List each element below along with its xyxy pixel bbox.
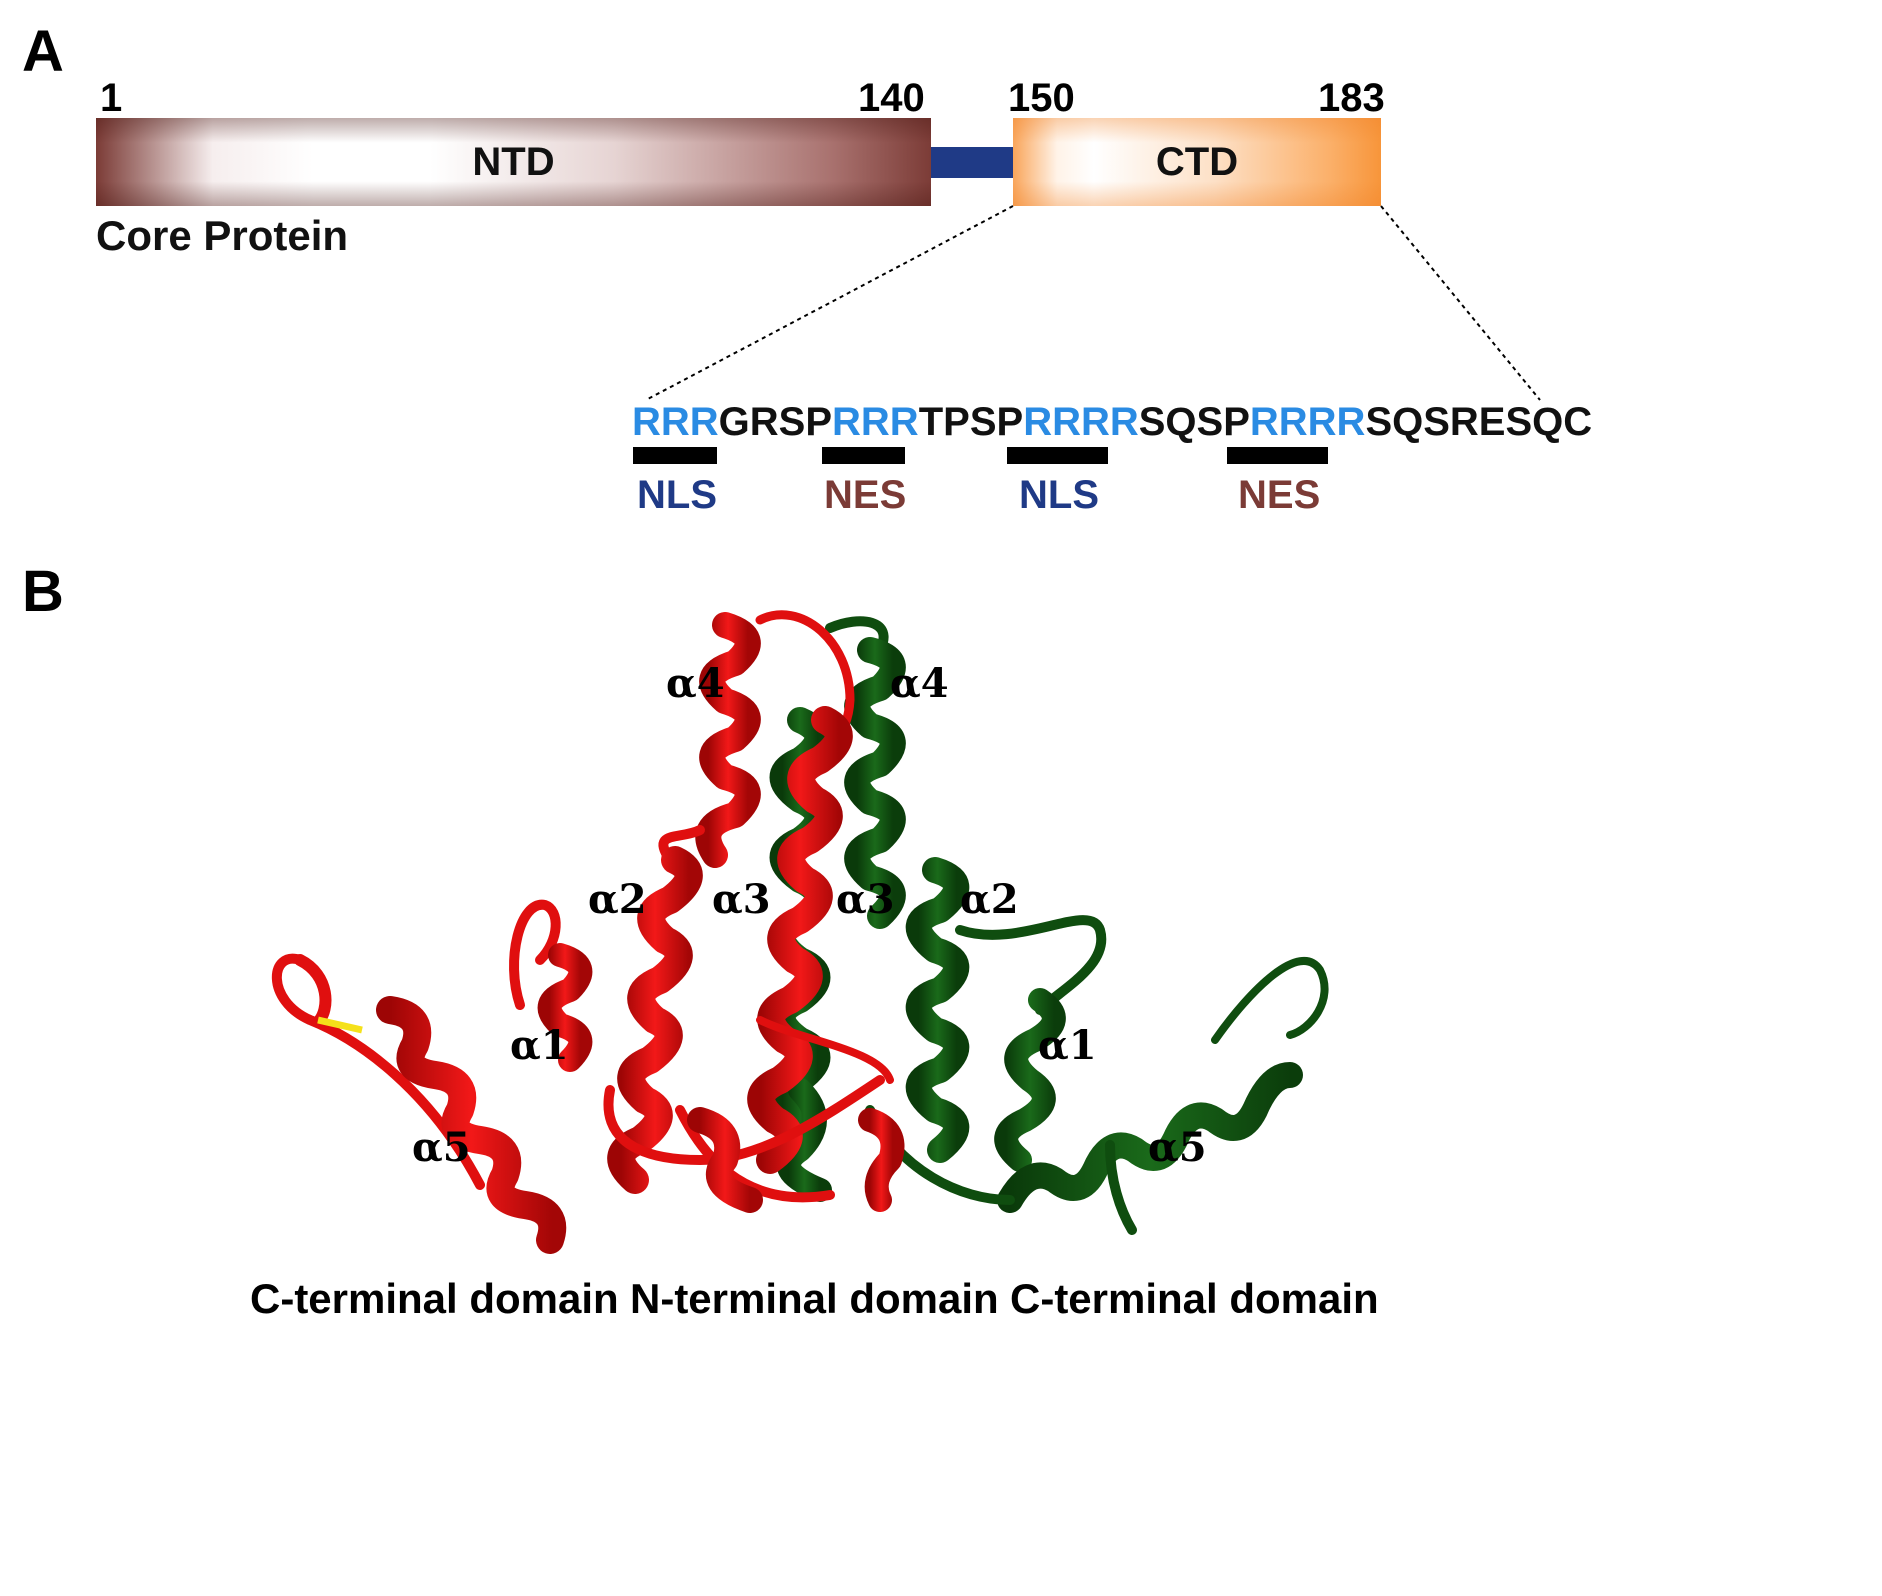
ctd-label: CTD	[1155, 139, 1239, 184]
helix-label-red-a5: α5	[412, 1124, 471, 1171]
position-start: 1	[100, 76, 123, 120]
ntd-domain-box: NTD	[96, 118, 931, 206]
zoom-lines	[645, 205, 1541, 401]
helix-label-red-a1: α1	[510, 1022, 569, 1069]
helix-label-green-a1: α1	[1038, 1022, 1097, 1069]
signal-bar-2	[822, 447, 905, 464]
disulfide-bond	[317, 1016, 363, 1034]
ctd-domain-box: CTD	[1013, 118, 1381, 206]
domain-label-left-ctd: C-terminal domain	[250, 1275, 619, 1322]
zoom-line-right	[1380, 205, 1541, 401]
seq-segment-3: TPSP	[918, 400, 1024, 444]
seq-segment-2: RRR	[832, 400, 919, 444]
helix-label-red-a2: α2	[588, 876, 647, 923]
signal-label-nes-1: NES	[824, 473, 907, 517]
domain-label-right-ctd: C-terminal domain	[1010, 1275, 1379, 1322]
seq-segment-1: GRSP	[718, 400, 833, 444]
seq-segment-4: RRRR	[1023, 400, 1139, 444]
helix-label-green-a3: α3	[836, 876, 895, 923]
helix-label-red-a3: α3	[712, 876, 771, 923]
helix-label-red-a4: α4	[666, 660, 725, 707]
ntd-label: NTD	[472, 139, 555, 184]
helix-label-green-a5: α5	[1148, 1124, 1207, 1171]
signal-bar-3	[1007, 447, 1108, 464]
seq-segment-6: RRRR	[1249, 400, 1366, 444]
signal-bar-4	[1227, 447, 1328, 464]
ctd-sequence: RRRGRSPRRRTPSPRRRRSQSPRRRRSQSRESQC	[632, 400, 1592, 445]
position-ntd-end: 140	[858, 76, 925, 120]
linker-segment	[931, 147, 1013, 178]
signal-bar-1	[633, 447, 717, 464]
panel-a-label: A	[22, 19, 64, 84]
zoom-line-left	[645, 205, 1014, 401]
seq-segment-5: SQSP	[1138, 400, 1250, 444]
seq-segment-7: SQSRESQC	[1365, 400, 1593, 444]
domain-label-ntd: N-terminal domain	[630, 1275, 999, 1322]
position-end: 183	[1318, 76, 1385, 120]
chain-a-red	[271, 610, 905, 1254]
chain-b-green	[769, 616, 1329, 1235]
protein-dimer-structure	[271, 610, 1329, 1254]
core-protein-caption: Core Protein	[96, 212, 349, 259]
seq-segment-0: RRR	[632, 400, 719, 444]
signal-label-nes-2: NES	[1238, 473, 1321, 517]
panel-b-label: B	[22, 559, 64, 624]
helix-label-green-a4: α4	[890, 660, 949, 707]
signal-label-nls-2: NLS	[1019, 473, 1099, 517]
position-ctd-start: 150	[1008, 76, 1075, 120]
signal-label-nls-1: NLS	[637, 473, 717, 517]
helix-label-green-a2: α2	[960, 876, 1019, 923]
